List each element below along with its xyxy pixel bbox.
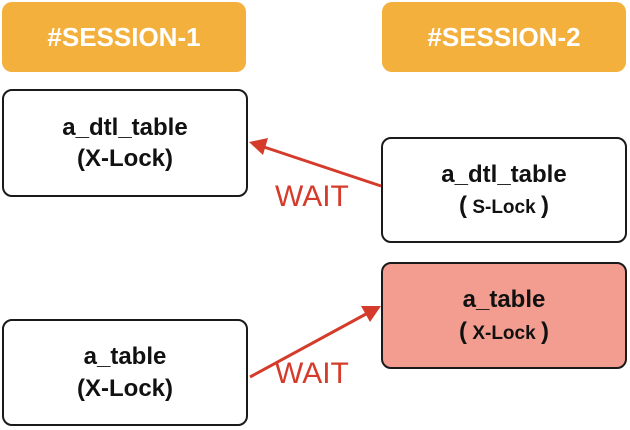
session-2-dtl-table-name: a_dtl_table [441,160,567,188]
wait-arrow-upper-head [249,138,268,155]
session-2-table-lock-close: ) [540,317,549,345]
session-2-header: #SESSION-2 [382,2,626,72]
session-2-dtl-table-lock-close: ) [540,192,549,219]
session-2-table-lock-open: ( [459,317,468,345]
session-2-table-lock: X-Lock [472,322,536,344]
session-1-header-label: #SESSION-1 [47,21,201,52]
session-2-dtl-table-lock-line: ( S-Lock ) [459,190,549,221]
session-1-table-name: a_table [83,343,167,371]
session-1-header: #SESSION-1 [2,2,246,72]
wait-arrow-lower-line [249,312,367,379]
session-1-dtl-table-box: a_dtl_table (X-Lock) [2,89,248,197]
wait-arrow-lower-head [361,306,381,322]
session-2-dtl-table-lock-open: ( [459,192,468,219]
session-2-table-lock-line: ( X-Lock ) [459,316,549,347]
session-2-header-label: #SESSION-2 [427,21,581,52]
session-2-dtl-table-lock: S-Lock [472,197,536,218]
session-1-table-lock: (X-Lock) [77,374,173,402]
wait-arrow-upper-line [263,145,382,188]
session-2-dtl-table-box: a_dtl_table ( S-Lock ) [381,137,627,243]
session-2-table-box: a_table ( X-Lock ) [381,262,627,369]
session-1-dtl-table-lock: (X-Lock) [77,145,173,172]
session-1-table-box: a_table (X-Lock) [2,319,248,426]
wait-label-lower: WAIT [275,357,349,390]
wait-label-upper: WAIT [275,180,349,213]
session-1-dtl-table-name: a_dtl_table [62,113,188,141]
session-2-table-name: a_table [462,286,546,314]
